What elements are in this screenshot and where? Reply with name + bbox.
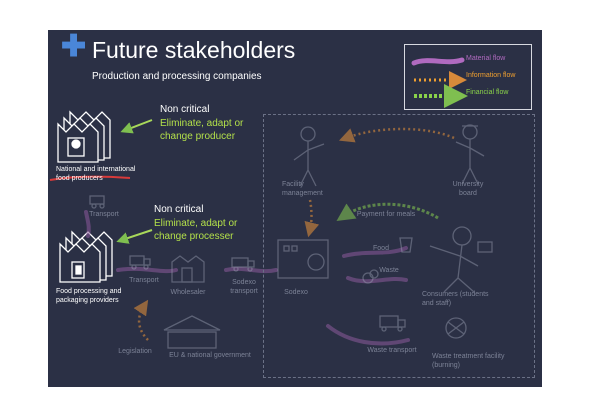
material-flow-transport-to-sodexo	[224, 266, 278, 274]
transport-mid-label: Transport	[129, 277, 159, 284]
university-figure-icon	[455, 124, 485, 185]
government-label: EU & national government	[169, 352, 251, 359]
waste-facility-label: Waste treatment facility (burning)	[432, 353, 505, 369]
producers-factory-icon	[57, 110, 111, 163]
consumer-figure-icon	[429, 226, 493, 293]
transport-top-truck-icon	[89, 195, 105, 209]
government-building-icon	[163, 315, 221, 349]
material-flow-producer-to-processor	[84, 210, 91, 238]
diagram-graphics	[49, 57, 493, 349]
wholesaler-label: Wholesaler	[170, 289, 206, 296]
facility-label: Facility management	[282, 181, 323, 197]
strike-through-line	[49, 175, 131, 181]
financial-flow-payment	[336, 202, 439, 221]
plus-icon: ✚	[61, 30, 87, 63]
processor-callout-heading: Non critical	[154, 204, 204, 215]
sodexo-kitchen-icon	[277, 239, 329, 279]
transport-top-label: Transport	[89, 211, 119, 218]
waste-pile-icon	[362, 269, 379, 284]
producer-callout-action: Eliminate, adapt or change producer	[160, 118, 244, 142]
processor-callout-action: Eliminate, adapt or change processer	[154, 218, 238, 242]
info-flow-legislation	[133, 299, 149, 341]
legend-information-label: Information flow	[466, 72, 516, 79]
processors-label: Food processing and packaging providers	[56, 288, 122, 304]
facility-figure-icon	[293, 126, 325, 187]
legend-material-label: Material flow	[466, 55, 506, 62]
slide-title: Future stakeholders	[92, 37, 296, 63]
producers-label: National and international food producer…	[56, 166, 136, 182]
payment-label: Payment for meals	[356, 211, 416, 218]
slide: ✚ Future stakeholders Production and pro…	[48, 30, 542, 387]
callout-arrow-producer	[120, 119, 153, 134]
legend	[404, 44, 532, 110]
food-cup-icon	[399, 237, 413, 253]
waste-transport-truck-icon	[379, 315, 406, 332]
sodexo-label: Sodexo	[284, 289, 308, 296]
consumers-label: Consumers (students and staff)	[422, 291, 489, 307]
wholesaler-building-icon	[171, 255, 205, 283]
food-label: Food	[373, 245, 389, 252]
waste-transport-label: Waste transport	[367, 347, 417, 354]
university-system-boundary	[263, 114, 535, 378]
material-flow-processor-to-transport	[116, 266, 178, 274]
producer-callout-heading: Non critical	[160, 104, 210, 115]
sodexo-transport-truck-icon	[231, 257, 255, 272]
material-flow-food	[342, 246, 408, 258]
material-flow-waste-transport	[326, 324, 410, 346]
sodexo-transport-label: Sodexo transport	[230, 279, 258, 295]
material-flow-waste	[346, 276, 408, 284]
info-flow-facility-to-sodexo	[304, 199, 320, 238]
callout-arrow-processor	[116, 229, 153, 244]
legend-material-swatch	[411, 57, 465, 66]
processors-factory-icon	[59, 230, 113, 283]
university-label: University board	[452, 181, 484, 197]
legend-financial-label: Financial flow	[466, 89, 509, 96]
transport-mid-truck-icon	[129, 255, 151, 270]
legislation-label: Legislation	[118, 348, 152, 355]
waste-facility-icon	[445, 317, 467, 339]
slide-subtitle: Production and processing companies	[92, 71, 262, 82]
waste-label: Waste	[379, 267, 399, 274]
